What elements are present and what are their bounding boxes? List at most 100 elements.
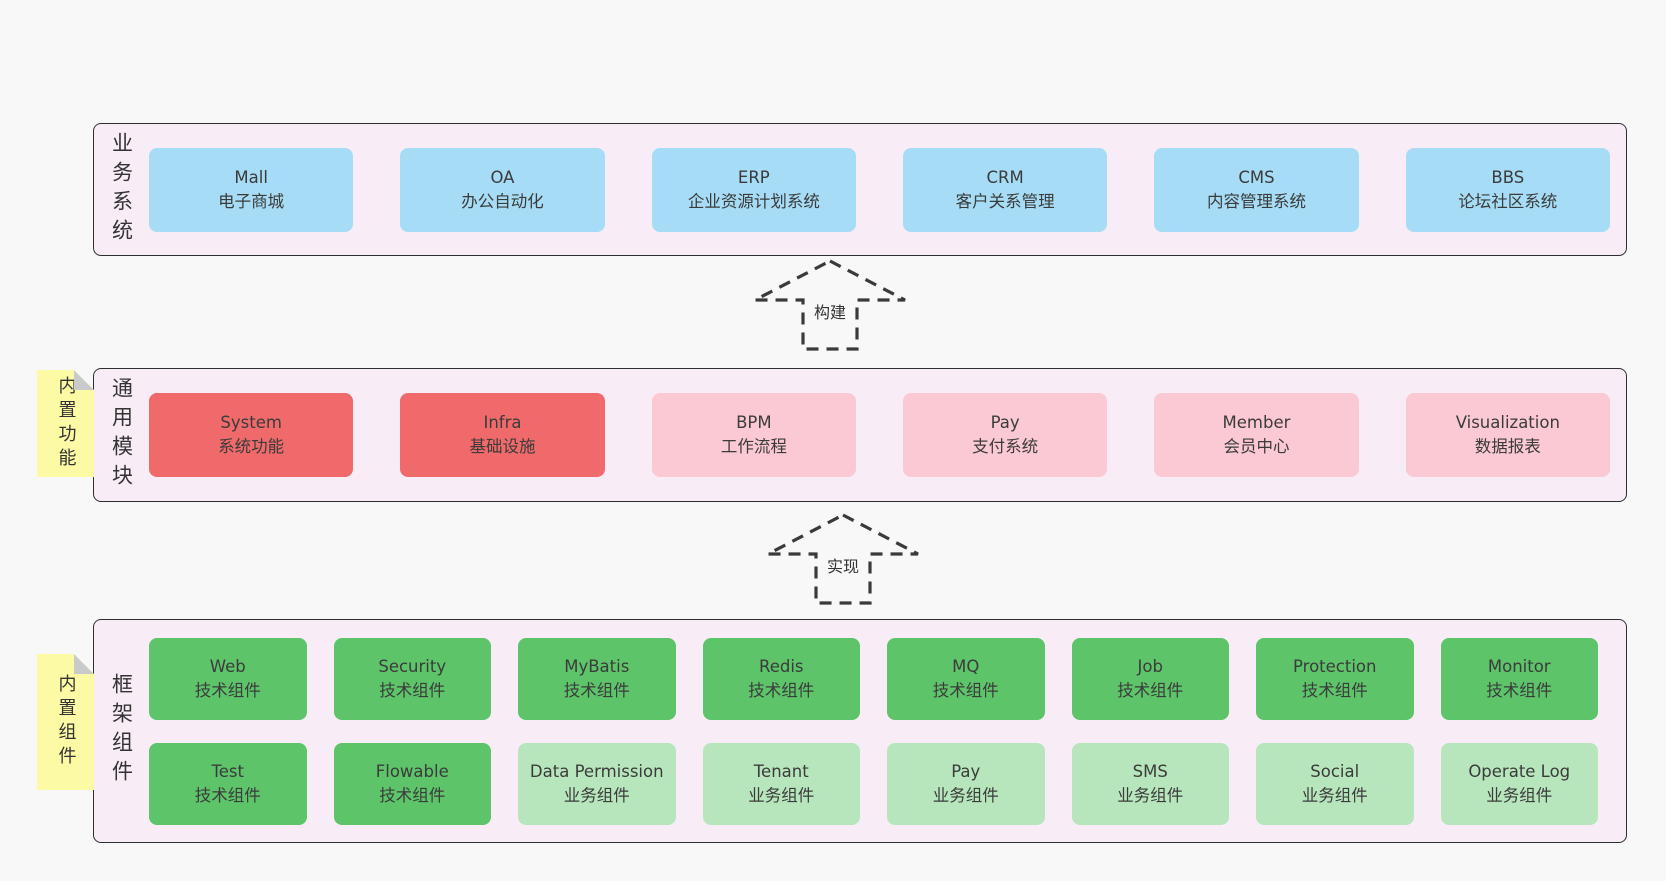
dashed-up-arrow-icon (767, 513, 919, 605)
module-subtitle: 电子商城 (218, 191, 285, 211)
build-arrow: 构建 (745, 258, 915, 353)
module-subtitle: 系统功能 (218, 437, 285, 456)
module-title: OA (490, 167, 515, 187)
module-box: Mall 电子商城 (149, 147, 354, 232)
module-box: SMS 业务组件 (1071, 742, 1229, 825)
module-title: CRM (986, 167, 1024, 187)
module-title: Pay (990, 413, 1020, 433)
module-subtitle: 内容管理系统 (1206, 191, 1306, 211)
module-title: Redis (758, 656, 804, 676)
module-subtitle: 办公自动化 (461, 191, 544, 211)
module-box: Job 技术组件 (1071, 637, 1229, 720)
module-subtitle: 业务组件 (1301, 785, 1368, 805)
module-subtitle: 技术组件 (932, 680, 999, 700)
module-subtitle: 技术组件 (379, 680, 446, 700)
module-box: OA 办公自动化 (400, 147, 605, 232)
module-box: Test 技术组件 (149, 742, 307, 825)
band-framework-components-label: 框架组件 (109, 673, 134, 789)
module-box: Security 技术组件 (333, 637, 491, 720)
module-title: Web (209, 656, 246, 676)
framework-components-rows: Web 技术组件 Security 技术组件 MyBatis 技术组件 Redi… (149, 637, 1626, 825)
band-business-systems-label: 业务系统 (109, 131, 134, 248)
built-in-features-sticky-text: 内置功能 (55, 375, 77, 472)
module-title: BPM (736, 413, 772, 433)
dashed-up-arrow-icon (754, 259, 906, 351)
module-title: SMS (1132, 761, 1168, 781)
module-subtitle: 技术组件 (194, 680, 261, 700)
module-title: Mall (234, 167, 268, 187)
module-box: Monitor 技术组件 (1440, 637, 1598, 720)
module-subtitle: 技术组件 (748, 680, 815, 700)
module-subtitle: 技术组件 (379, 785, 446, 805)
module-title: ERP (737, 167, 770, 187)
module-subtitle: 技术组件 (194, 785, 261, 805)
band-common-modules: 通用模块 System 系统功能 Infra 基础设施 BPM 工作流程 Pay… (93, 368, 1627, 502)
common-modules-row: System 系统功能 Infra 基础设施 BPM 工作流程 Pay 支付系统… (149, 393, 1626, 477)
module-subtitle: 业务组件 (563, 785, 630, 805)
module-box: Flowable 技术组件 (333, 742, 491, 825)
tech-components-row: Web 技术组件 Security 技术组件 MyBatis 技术组件 Redi… (149, 637, 1598, 720)
module-subtitle: 业务组件 (1486, 785, 1553, 805)
module-subtitle: 业务组件 (932, 785, 999, 805)
module-title: CMS (1238, 167, 1275, 187)
module-title: System (220, 413, 282, 433)
built-in-features-sticky: 内置功能 (37, 370, 94, 477)
module-title: Pay (951, 761, 981, 781)
module-box: CMS 内容管理系统 (1154, 147, 1359, 232)
module-subtitle: 企业资源计划系统 (687, 191, 820, 211)
module-title: Test (211, 761, 245, 781)
build-arrow-label: 构建 (810, 298, 850, 324)
module-title: Protection (1293, 656, 1377, 676)
implement-arrow: 实现 (758, 512, 928, 607)
module-subtitle: 数据报表 (1474, 437, 1541, 456)
band-framework-components: 框架组件 Web 技术组件 Security 技术组件 MyBatis 技术组件… (93, 619, 1627, 843)
module-title: Job (1137, 656, 1163, 676)
module-box: CRM 客户关系管理 (902, 147, 1108, 232)
module-box: Web 技术组件 (149, 637, 307, 720)
module-box: BBS 论坛社区系统 (1405, 147, 1610, 232)
module-title: Member (1222, 413, 1291, 433)
module-title: Social (1310, 761, 1360, 781)
band-business-systems: 业务系统 Mall 电子商城 OA 办公自动化 ERP 企业资源计划系统 CRM… (93, 123, 1627, 256)
module-box: Social 业务组件 (1256, 742, 1414, 825)
module-box: Protection 技术组件 (1256, 637, 1414, 720)
module-title: Operate Log (1468, 761, 1571, 781)
band-common-modules-label: 通用模块 (109, 377, 134, 493)
module-subtitle: 工作流程 (720, 437, 787, 456)
module-box: Member 会员中心 (1154, 393, 1359, 477)
module-subtitle: 业务组件 (748, 785, 815, 805)
module-title: Tenant (753, 761, 809, 781)
module-subtitle: 基础设施 (469, 437, 536, 456)
module-box: System 系统功能 (149, 393, 354, 477)
folded-corner-icon (74, 370, 94, 390)
module-subtitle: 会员中心 (1223, 437, 1290, 456)
module-title: MQ (952, 656, 980, 676)
module-box: Infra 基础设施 (400, 393, 605, 477)
folded-corner-icon (74, 654, 94, 674)
module-title: Flowable (375, 761, 449, 781)
built-in-components-sticky: 内置组件 (37, 654, 94, 790)
module-subtitle: 论坛社区系统 (1458, 191, 1558, 211)
module-box: Data Permission 业务组件 (518, 742, 676, 825)
module-box: Redis 技术组件 (702, 637, 860, 720)
module-title: Monitor (1487, 656, 1551, 676)
module-box: Visualization 数据报表 (1405, 393, 1610, 477)
module-title: Data Permission (529, 761, 664, 781)
module-subtitle: 技术组件 (563, 680, 630, 700)
module-subtitle: 支付系统 (972, 437, 1039, 456)
biz-components-row: Test 技术组件 Flowable 技术组件 Data Permission … (149, 742, 1598, 825)
module-subtitle: 技术组件 (1117, 680, 1184, 700)
module-box: MyBatis 技术组件 (518, 637, 676, 720)
module-box: BPM 工作流程 (651, 393, 856, 477)
module-box: MQ 技术组件 (887, 637, 1045, 720)
module-subtitle: 业务组件 (1117, 785, 1184, 805)
module-box: Pay 业务组件 (887, 742, 1045, 825)
module-title: Security (378, 656, 447, 676)
module-subtitle: 技术组件 (1486, 680, 1553, 700)
built-in-components-sticky-text: 内置组件 (55, 674, 77, 770)
module-title: MyBatis (564, 656, 630, 676)
module-box: ERP 企业资源计划系统 (651, 147, 856, 232)
module-box: Tenant 业务组件 (702, 742, 860, 825)
module-title: Infra (483, 413, 522, 433)
